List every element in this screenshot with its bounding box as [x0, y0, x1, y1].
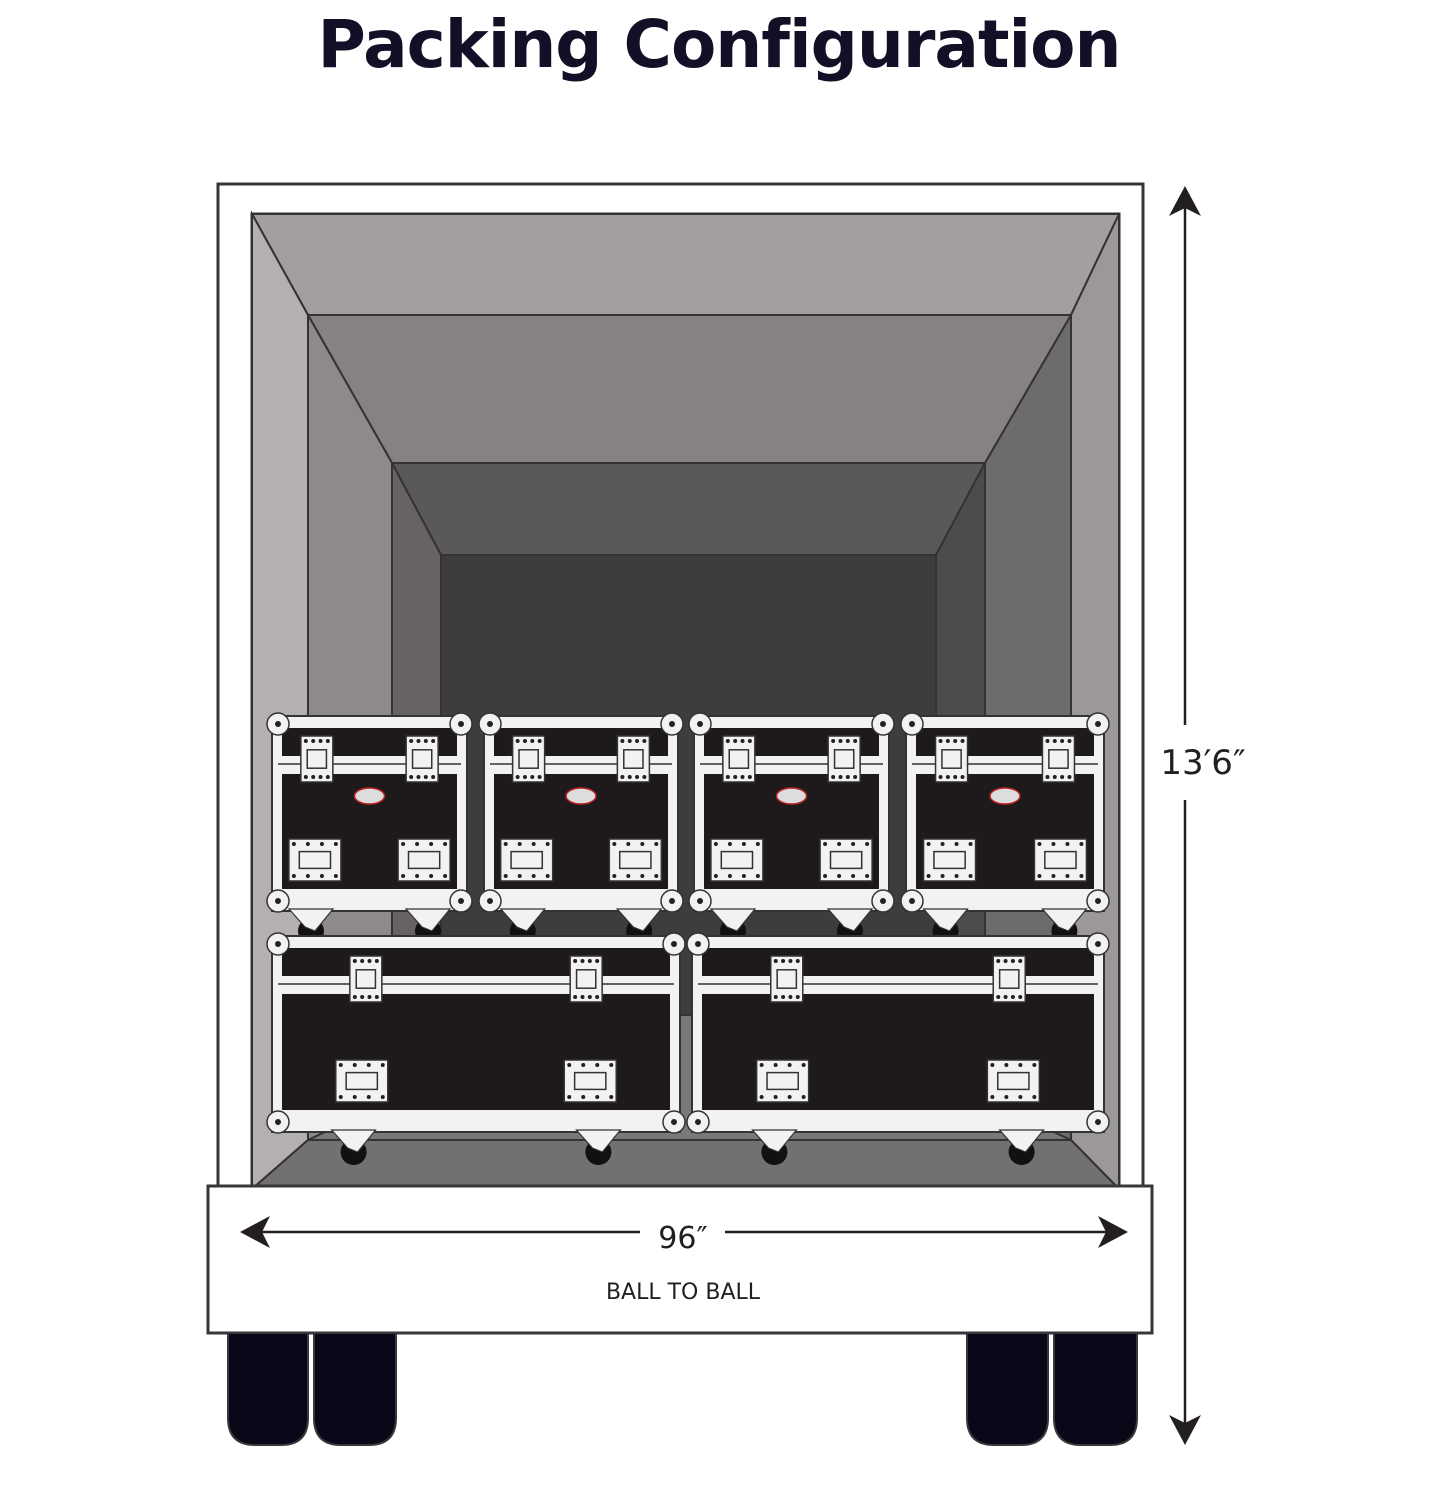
small-road-case: [688, 712, 895, 944]
arrow-right-icon: [1098, 1216, 1128, 1248]
prox-logo: [989, 787, 1021, 805]
height-dimension: 13′6″: [1160, 186, 1246, 1445]
prox-logo: [353, 787, 386, 805]
latch: [770, 955, 804, 1003]
tire: [313, 1332, 397, 1446]
latch: [934, 735, 969, 783]
handle: [608, 838, 663, 882]
handle: [755, 1059, 810, 1103]
page-title: Packing Configuration: [317, 6, 1122, 83]
latch: [349, 955, 383, 1003]
width-label: 96″: [658, 1221, 707, 1256]
arrow-down-icon: [1169, 1415, 1201, 1445]
tire: [966, 1332, 1049, 1446]
arrow-up-icon: [1169, 186, 1201, 216]
width-caption: BALL TO BALL: [606, 1280, 761, 1305]
arrow-left-icon: [240, 1216, 270, 1248]
handle: [335, 1059, 389, 1103]
latch: [569, 955, 603, 1003]
handle: [563, 1059, 617, 1103]
prox-logo: [565, 787, 597, 805]
latch: [992, 955, 1026, 1003]
handle: [819, 838, 873, 882]
latch: [722, 735, 756, 783]
handle: [986, 1059, 1041, 1103]
latch: [616, 735, 651, 783]
handle: [710, 838, 764, 882]
latch: [1041, 735, 1076, 783]
handle: [288, 838, 342, 882]
truck-bumper: [206, 1184, 1154, 1335]
latch: [405, 735, 439, 783]
small-road-case: [900, 712, 1110, 944]
height-label: 13′6″: [1160, 743, 1245, 783]
large-road-case: [266, 932, 686, 1165]
handle: [1033, 838, 1088, 882]
small-road-case: [478, 712, 684, 944]
handle: [499, 838, 554, 882]
tire: [1053, 1332, 1138, 1446]
large-road-case: [686, 932, 1110, 1165]
small-road-case: [266, 712, 473, 944]
latch: [511, 735, 546, 783]
handle: [922, 838, 977, 882]
tire: [227, 1332, 309, 1446]
latch: [300, 735, 334, 783]
prox-logo: [775, 787, 808, 805]
handle: [397, 838, 451, 882]
latch: [827, 735, 861, 783]
tires: [227, 1332, 1138, 1446]
width-dimension: 96″ BALL TO BALL: [240, 1216, 1128, 1305]
road-cases: [266, 712, 1110, 1165]
